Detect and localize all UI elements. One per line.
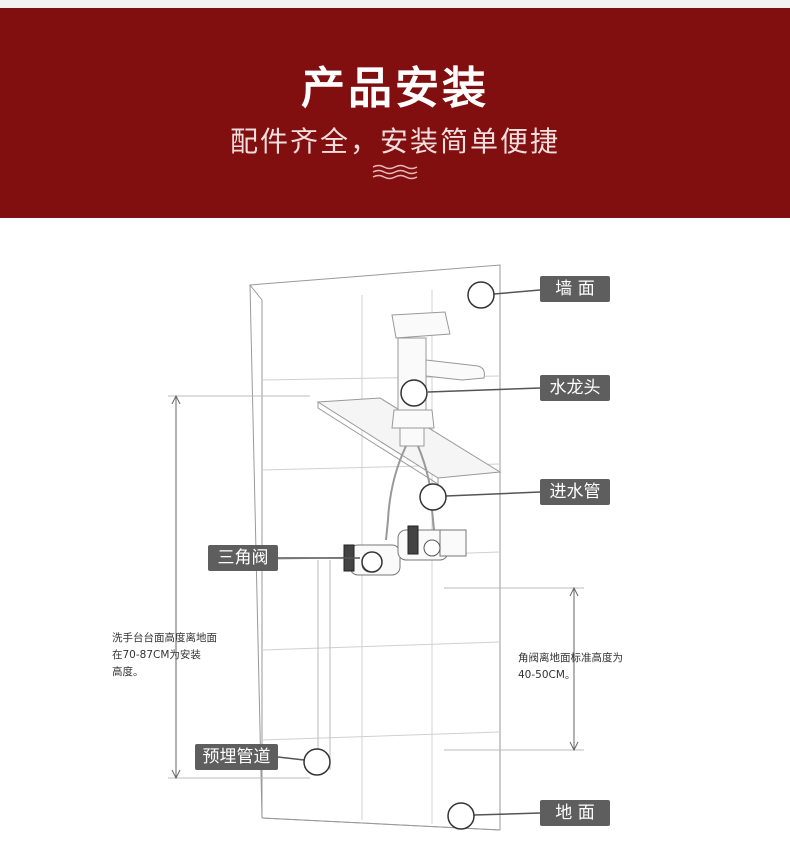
valve-height-note-line: 40-50CM。 bbox=[518, 669, 576, 681]
floor-marker bbox=[447, 802, 475, 830]
inlet-pipe-marker bbox=[419, 483, 447, 511]
label-embedded-pipe: 预埋管道 bbox=[195, 744, 278, 770]
wave-icon bbox=[372, 164, 418, 180]
embedded-pipe-marker bbox=[303, 748, 331, 776]
label-faucet: 水龙头 bbox=[540, 375, 610, 401]
label-angle-valve: 三角阀 bbox=[208, 545, 278, 571]
faucet-marker bbox=[400, 379, 428, 407]
label-inlet-pipe: 进水管 bbox=[540, 479, 610, 505]
embedded-pipe-drawing bbox=[317, 560, 331, 770]
wall-marker bbox=[467, 281, 495, 309]
angle-valve-marker bbox=[361, 551, 383, 573]
top-strip bbox=[0, 0, 790, 8]
basin-height-note-line: 洗手台台面高度离地面 bbox=[112, 632, 217, 644]
basin-height-note-line: 在70-87CM为安装 bbox=[112, 649, 201, 661]
header-banner: 产品安装 配件齐全，安装简单便捷 bbox=[0, 8, 790, 218]
label-floor: 地 面 bbox=[540, 800, 610, 826]
banner-title: 产品安装 bbox=[301, 63, 489, 114]
banner-subtitle: 配件齐全，安装简单便捷 bbox=[229, 125, 560, 158]
installation-diagram: 墙 面 水龙头 进水管 三角阀 预埋管道 地 面 洗手台台面高度离地面 在70-… bbox=[0, 218, 790, 848]
label-wall: 墙 面 bbox=[540, 276, 610, 302]
valve-height-note: 角阀离地面标准高度为 40-50CM。 bbox=[518, 650, 678, 684]
inlet-hose bbox=[385, 445, 407, 541]
valve-height-note-line: 角阀离地面标准高度为 bbox=[518, 652, 623, 664]
faucet-drawing bbox=[391, 311, 451, 339]
basin-height-note: 洗手台台面高度离地面 在70-87CM为安装 高度。 bbox=[112, 630, 262, 681]
installation-drawing bbox=[168, 264, 584, 831]
basin-height-note-line: 高度。 bbox=[112, 666, 144, 678]
